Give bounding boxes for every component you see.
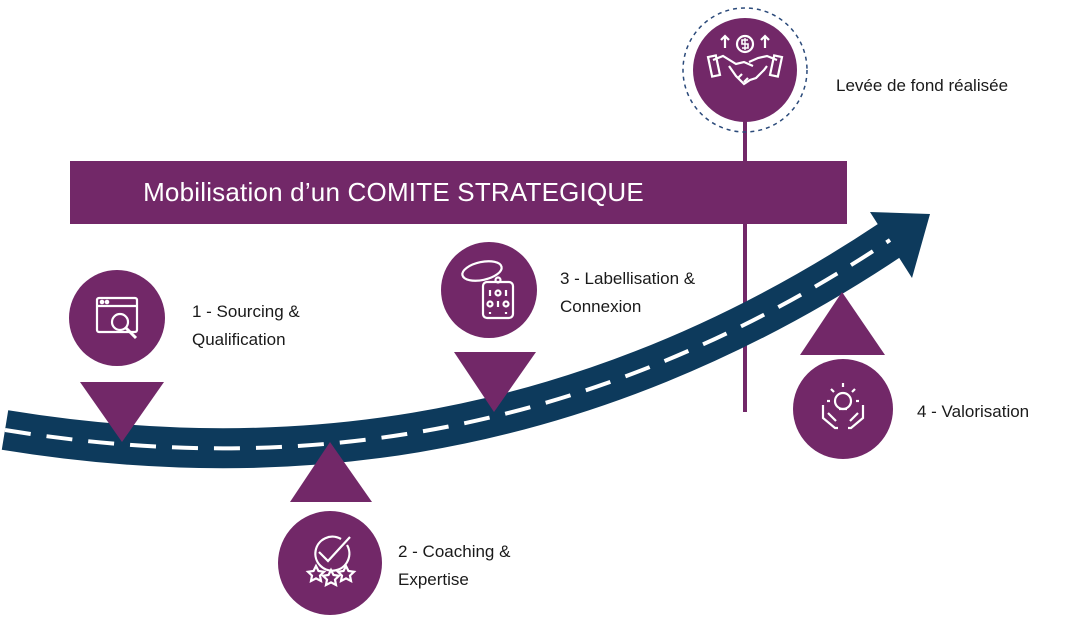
step-2-label: 2 - Coaching & Expertise [398,538,510,594]
step-3-marker [441,242,537,412]
tag-label-icon [461,260,515,320]
milestone-label-text: Levée de fond réalisée [836,76,1009,95]
step-4-marker [793,292,893,459]
step-4-label: 4 - Valorisation [917,398,1029,426]
handshake-money-icon [706,34,784,86]
step-3-line-1: 3 - Labellisation & [560,269,696,288]
step-3-line-2: Connexion [560,297,642,316]
lightbulb-hands-icon [821,383,865,430]
check-stars-icon [305,535,357,588]
step-1-line-2: Qualification [192,330,286,349]
step-1-line-1: 1 - Sourcing & [192,302,300,321]
road [1,212,930,469]
step-2-marker [278,442,382,615]
step-1-label: 1 - Sourcing & Qualification [192,298,300,354]
milestone-dashed-ring [682,7,808,133]
step-2-line-2: Expertise [398,570,469,589]
step-4-line-1: 4 - Valorisation [917,402,1030,421]
step-3-label: 3 - Labellisation & Connexion [560,265,695,321]
web-search-icon [95,296,139,340]
road-center-dashes [4,238,892,451]
banner-title: Mobilisation d’un COMITE STRATEGIQUE [143,177,644,207]
strategic-committee-banner [70,161,847,224]
step-2-line-1: 2 - Coaching & [398,542,511,561]
road-arrow-head [870,212,930,278]
milestone-label: Levée de fond réalisée [836,72,1008,100]
funding-milestone [682,7,808,133]
step-1-marker [69,270,165,442]
